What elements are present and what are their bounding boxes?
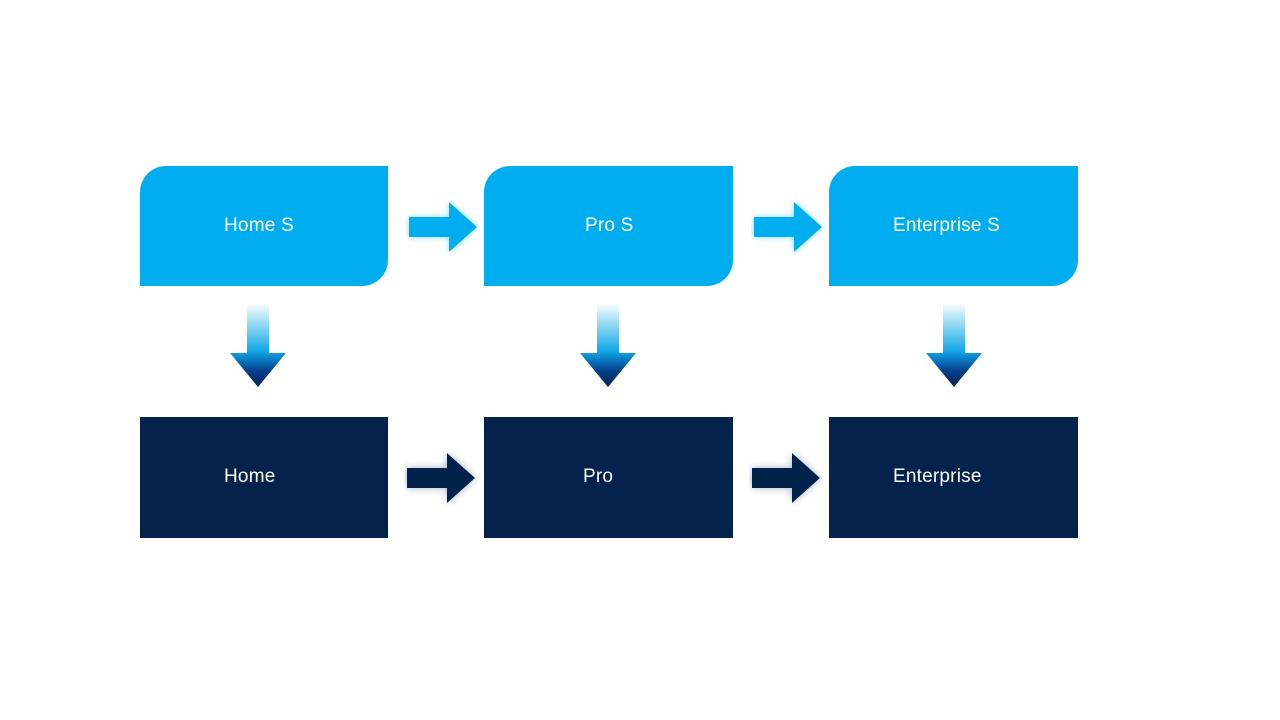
node-label: Pro [583,466,614,488]
node-enterprise-service[interactable]: Enterprise S [829,166,1078,286]
node-enterprise-product[interactable]: Enterprise [829,417,1078,538]
node-home-product[interactable]: Home [140,417,388,538]
connector-pro-to-enterprise-service [751,199,825,255]
node-label: Home S [224,214,294,236]
arrow-down-icon [580,303,636,387]
node-label: Home [224,466,276,488]
connector-home-service-to-product [227,303,289,389]
node-home-service[interactable]: Home S [140,166,388,286]
connector-enterprise-service-to-product [923,303,985,389]
arrow-down-icon [230,303,286,387]
connector-pro-service-to-product [577,303,639,389]
arrow-right-icon [409,202,477,252]
connector-pro-to-enterprise-product [749,450,823,506]
connector-home-to-pro-product [404,450,478,506]
node-label: Pro S [585,214,634,236]
arrow-right-icon [752,453,820,503]
arrow-right-icon [754,202,822,252]
node-label: Enterprise [893,466,982,488]
arrow-down-icon [926,303,982,387]
node-pro-product[interactable]: Pro [484,417,733,538]
node-label: Enterprise S [893,214,1000,236]
connector-home-to-pro-service [406,199,480,255]
arrow-right-icon [407,453,475,503]
node-pro-service[interactable]: Pro S [484,166,733,286]
